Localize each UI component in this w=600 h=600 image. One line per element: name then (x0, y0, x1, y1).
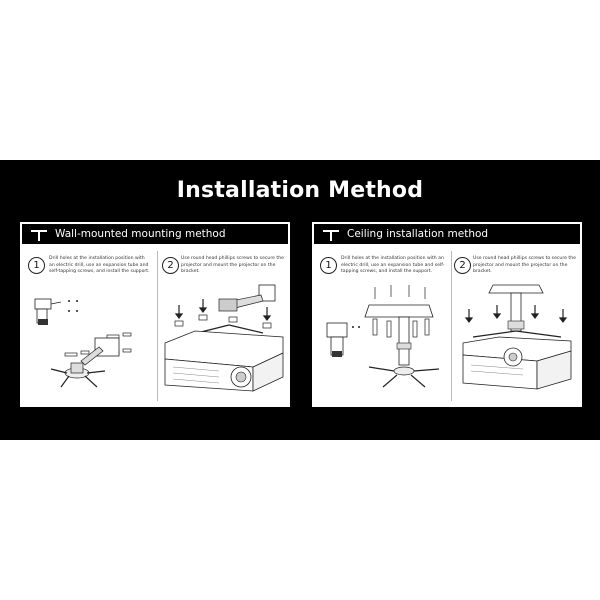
wall-mount-header: Wall-mounted mounting method (21, 223, 289, 245)
ceiling-title: Ceiling installation method (347, 228, 489, 240)
ceiling-step2-illustration (462, 284, 572, 390)
page-title: Installation Method (176, 178, 424, 203)
ceiling-step2-text: Use round head phillips screws to secure… (473, 256, 576, 274)
ceiling-step1-illustration (326, 285, 440, 388)
ceiling-panel: Ceiling installation method 1 Drill hole… (312, 222, 582, 407)
wall-mount-panel: Wall-mounted mounting method 1 Drill hol… (20, 222, 290, 407)
step-divider (451, 251, 452, 401)
bracket-t-icon (323, 230, 339, 241)
step-number-icon: 2 (454, 257, 471, 274)
step-number-icon: 2 (162, 257, 179, 274)
wall-step1-illustration (34, 298, 132, 388)
ceiling-step1-text: Drill holes at the installation position… (341, 256, 445, 274)
wall-step2-illustration (164, 284, 284, 392)
ceiling-header: Ceiling installation method (313, 223, 581, 245)
wall-step2-text: Use round head phillips screws to secure… (181, 256, 284, 274)
step-number-icon: 1 (320, 257, 337, 274)
step-number-icon: 1 (28, 257, 45, 274)
bracket-t-icon (31, 230, 47, 241)
wall-mount-title: Wall-mounted mounting method (55, 228, 226, 240)
step-divider (157, 251, 158, 401)
wall-step1-text: Drill holes at the installation position… (49, 256, 150, 274)
